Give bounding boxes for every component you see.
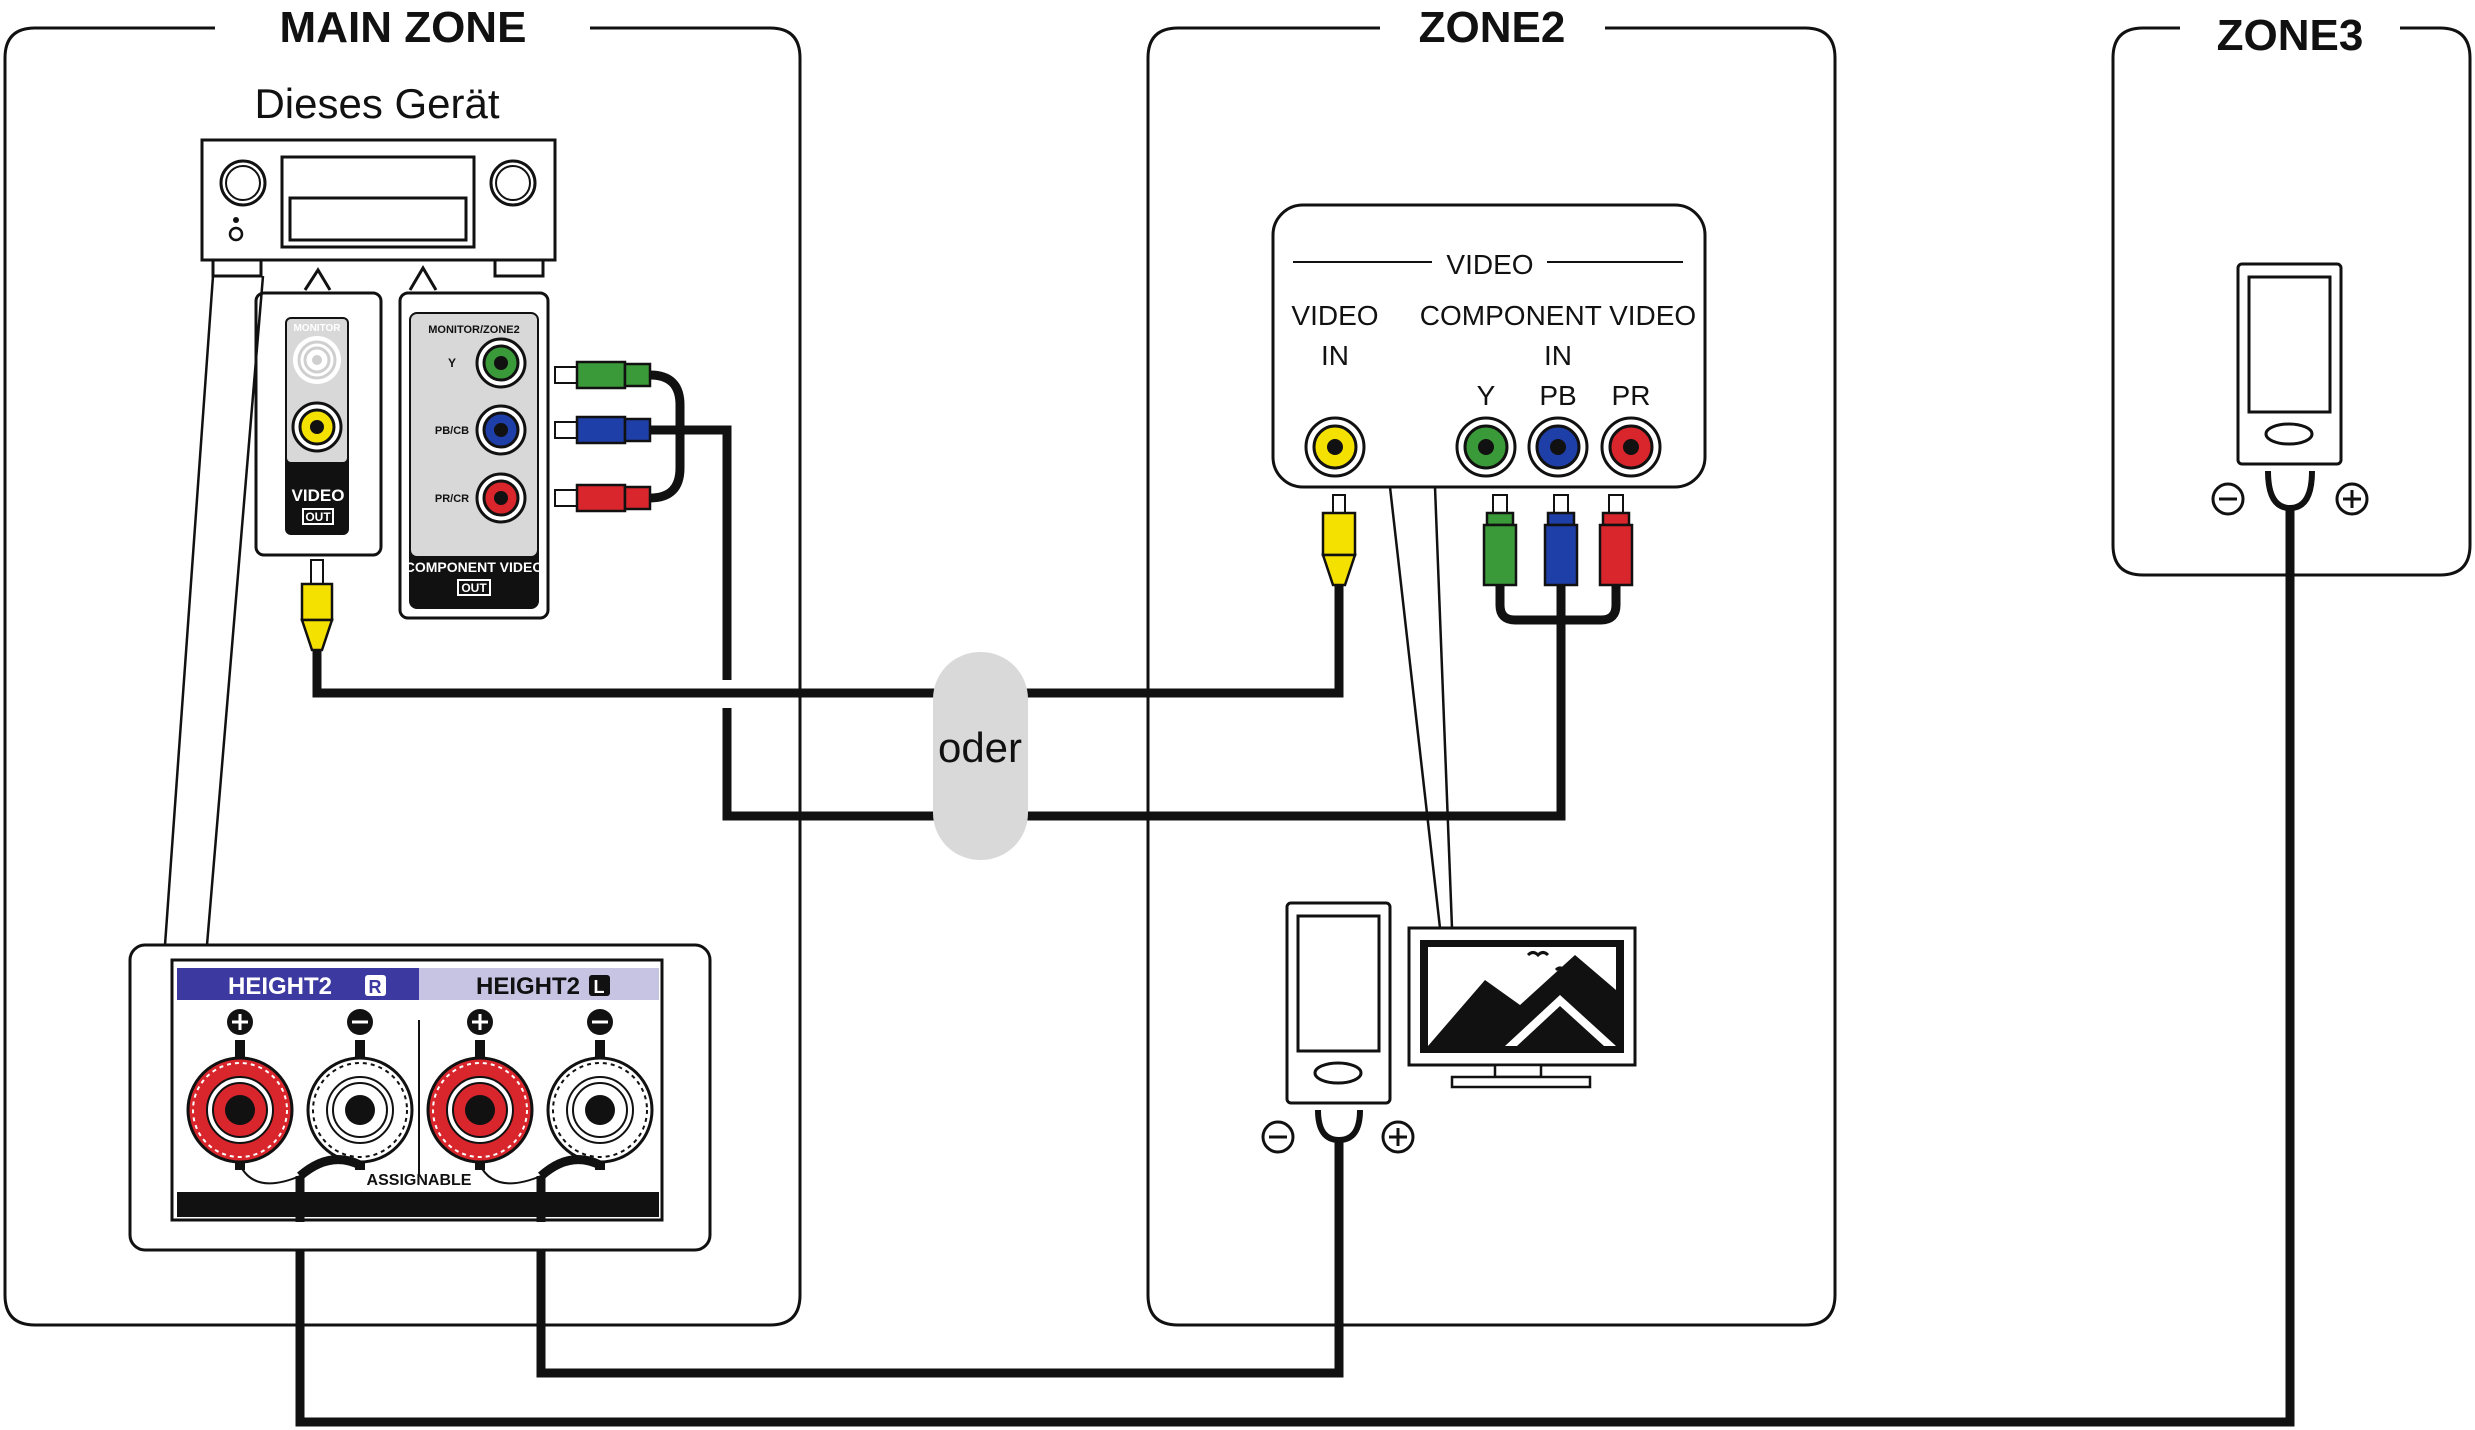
height2-r-badge: R xyxy=(369,977,382,997)
video-out-panel: MONITOR ZONE2 VIDEO OUT xyxy=(254,291,383,557)
height2-r-minus-terminal xyxy=(306,1040,414,1170)
height2-r-plus-terminal xyxy=(186,1040,294,1170)
zone2-speaker xyxy=(1261,901,1415,1154)
monitor-label: MONITOR xyxy=(293,323,341,334)
composite-plug-zone2 xyxy=(1321,494,1357,587)
component-out-panel: MONITOR/ZONE2 Y PB/CB PR/CR COMPONENT VI… xyxy=(398,291,550,620)
height2-l-label: HEIGHT2 xyxy=(476,973,580,1000)
height2-l-plus-marker xyxy=(467,1009,493,1035)
component-plug-y-zone2 xyxy=(1482,494,1518,587)
component-out-footer: COMPONENT VIDEO xyxy=(405,559,544,575)
height2-l-badge: L xyxy=(594,977,605,997)
tv-video-header: VIDEO xyxy=(1446,249,1533,280)
assignable-label: ASSIGNABLE xyxy=(367,1172,472,1189)
zone2-speaker-minus xyxy=(1261,1120,1295,1154)
tv-pb-label: PB xyxy=(1539,380,1576,411)
zone2-title: ZONE2 xyxy=(1419,3,1566,52)
height2-r-minus-marker xyxy=(347,1009,373,1035)
component-out-badge: OUT xyxy=(461,581,487,595)
component-out-pr-jack xyxy=(475,472,527,524)
zone2-speaker-plus xyxy=(1381,1120,1415,1154)
callout-component xyxy=(408,265,438,291)
monitor-video-jack xyxy=(293,336,341,384)
main-zone-frame: MAIN ZONE xyxy=(3,3,802,1327)
zone3-speaker-cable xyxy=(295,510,2295,1427)
av-receiver xyxy=(200,138,557,278)
or-label: oder xyxy=(938,724,1022,771)
tv-y-in-jack xyxy=(1455,416,1517,478)
component-plug-pr-zone2 xyxy=(1598,494,1634,587)
tv-input-panel: VIDEO VIDEO IN COMPONENT VIDEO IN Y PB P… xyxy=(1271,203,1707,489)
height2-l-minus-terminal xyxy=(546,1040,654,1170)
tv-pr-label: PR xyxy=(1612,380,1651,411)
video-out-badge: OUT xyxy=(305,510,331,524)
zone2-video-out-jack xyxy=(291,401,343,453)
component-out-y-jack xyxy=(475,337,527,389)
zone3-speaker-minus xyxy=(2211,482,2245,516)
or-indicator: oder xyxy=(933,652,1028,860)
zone3-speaker xyxy=(2211,262,2369,516)
terminal-callout-left xyxy=(163,275,215,946)
zone3-title: ZONE3 xyxy=(2217,11,2364,60)
component-plug-pb-main xyxy=(554,415,652,445)
height2-l-minus-marker xyxy=(587,1009,613,1035)
component-out-y-label: Y xyxy=(448,356,456,370)
height2-l-plus-terminal xyxy=(426,1040,534,1170)
component-plug-y-main xyxy=(554,360,652,390)
tv-callout-left xyxy=(1388,486,1442,929)
speaker-terminal-panel: HEIGHT2 R HEIGHT2 L xyxy=(128,943,712,1252)
tv-pb-in-jack xyxy=(1527,416,1589,478)
component-cable-upper xyxy=(650,425,732,680)
tv-callout-right xyxy=(1433,486,1454,929)
component-cable-bundle xyxy=(649,370,685,503)
component-out-pr-label: PR/CR xyxy=(435,493,469,505)
height2-r-label: HEIGHT2 xyxy=(228,973,332,1000)
zone2-jack-label: ZONE2 xyxy=(295,461,342,477)
component-in-label-2: IN xyxy=(1544,340,1572,371)
video-out-label: VIDEO xyxy=(292,486,345,505)
zone2-frame: ZONE2 xyxy=(1146,3,1837,1327)
main-zone-title: MAIN ZONE xyxy=(280,3,527,52)
component-plug-pb-zone2 xyxy=(1543,494,1579,587)
callout-video xyxy=(303,267,332,291)
tv-y-label: Y xyxy=(1477,380,1496,411)
zone3-speaker-plus xyxy=(2335,482,2369,516)
device-label: Dieses Gerät xyxy=(254,80,499,127)
component-plug-pr-main xyxy=(554,483,652,513)
tv-pr-in-jack xyxy=(1600,416,1662,478)
component-cable-lower xyxy=(722,615,1566,821)
tv-icon xyxy=(1407,926,1637,1089)
tv-video-in-jack xyxy=(1304,416,1366,478)
zone2-speaker-cable xyxy=(536,1140,1344,1378)
component-out-pb-label: PB/CB xyxy=(435,425,469,437)
composite-plug-main xyxy=(300,559,334,652)
terminal-callout-right xyxy=(205,275,265,946)
video-in-label-1: VIDEO xyxy=(1291,300,1378,331)
composite-video-cable xyxy=(312,565,1344,698)
component-out-header: MONITOR/ZONE2 xyxy=(428,324,519,336)
video-in-label-2: IN xyxy=(1321,340,1349,371)
component-in-label-1: COMPONENT VIDEO xyxy=(1420,300,1696,331)
height2-r-plus-marker xyxy=(227,1009,253,1035)
component-out-pb-jack xyxy=(475,404,527,456)
